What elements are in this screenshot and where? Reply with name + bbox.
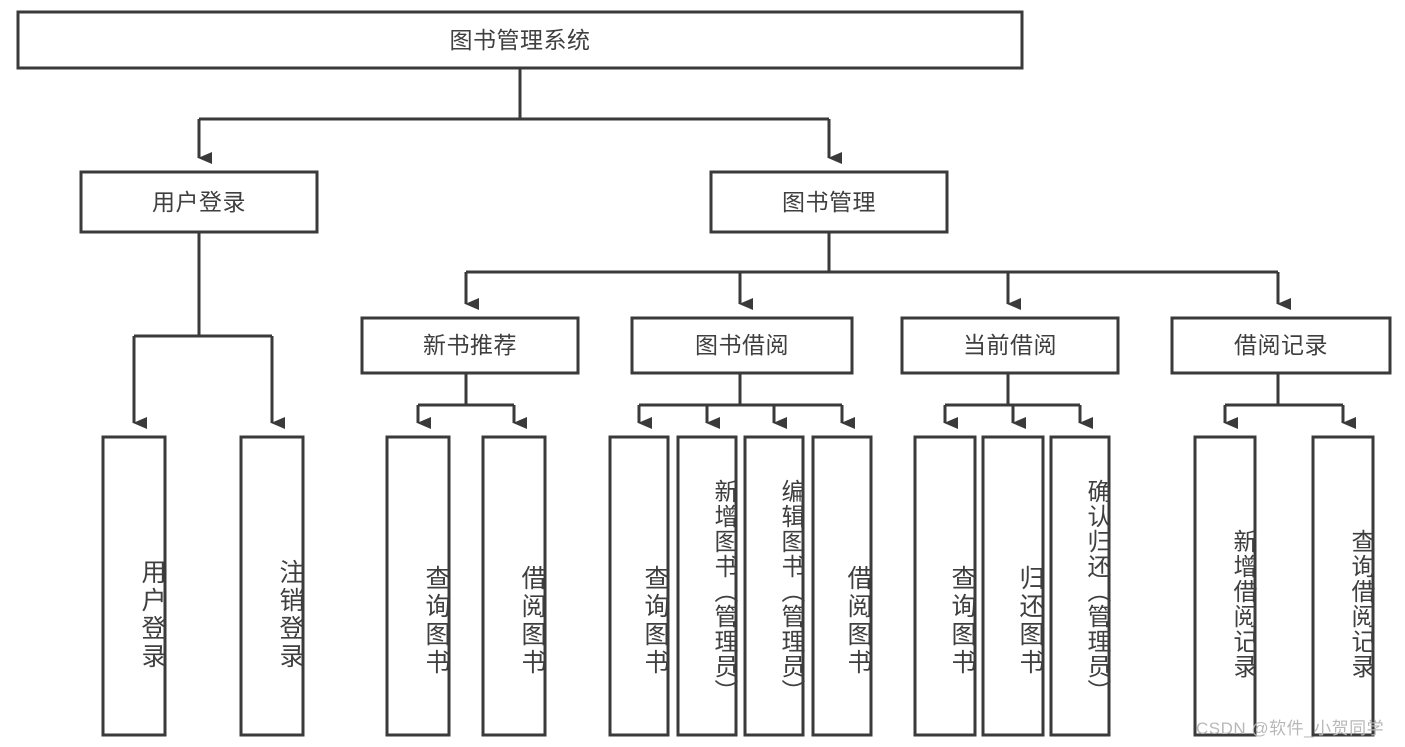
node-box-leaf-query-book-1[interactable]: [385, 435, 451, 737]
node-box-current-borrow[interactable]: [900, 316, 1120, 375]
node-box-leaf-confirm-return-admin[interactable]: [1049, 435, 1111, 737]
node-box-leaf-borrow-book-2[interactable]: [811, 435, 873, 737]
node-box-borrow-record[interactable]: [1170, 316, 1392, 375]
csdn-watermark: CSDN @软件_小贺同学: [1196, 719, 1385, 738]
node-box-leaf-query-book-3[interactable]: [913, 435, 977, 737]
node-box-new-book-recommend[interactable]: [360, 316, 580, 375]
node-box-leaf-query-book-2[interactable]: [608, 435, 670, 737]
node-box-leaf-query-borrow-record[interactable]: [1311, 435, 1375, 737]
node-box-leaf-add-book-admin[interactable]: [676, 435, 738, 737]
node-box-leaf-user-login[interactable]: [101, 435, 167, 737]
node-box-user-login[interactable]: [79, 170, 319, 234]
node-box-book-management[interactable]: [709, 170, 949, 234]
node-box-book-borrow[interactable]: [630, 316, 854, 375]
node-box-leaf-return-book[interactable]: [981, 435, 1045, 737]
node-box-leaf-borrow-book-1[interactable]: [481, 435, 547, 737]
node-box-leaf-logout[interactable]: [239, 435, 305, 737]
node-box-root[interactable]: [16, 10, 1024, 70]
node-box-leaf-add-borrow-record[interactable]: [1193, 435, 1257, 737]
node-box-leaf-edit-book-admin[interactable]: [743, 435, 805, 737]
